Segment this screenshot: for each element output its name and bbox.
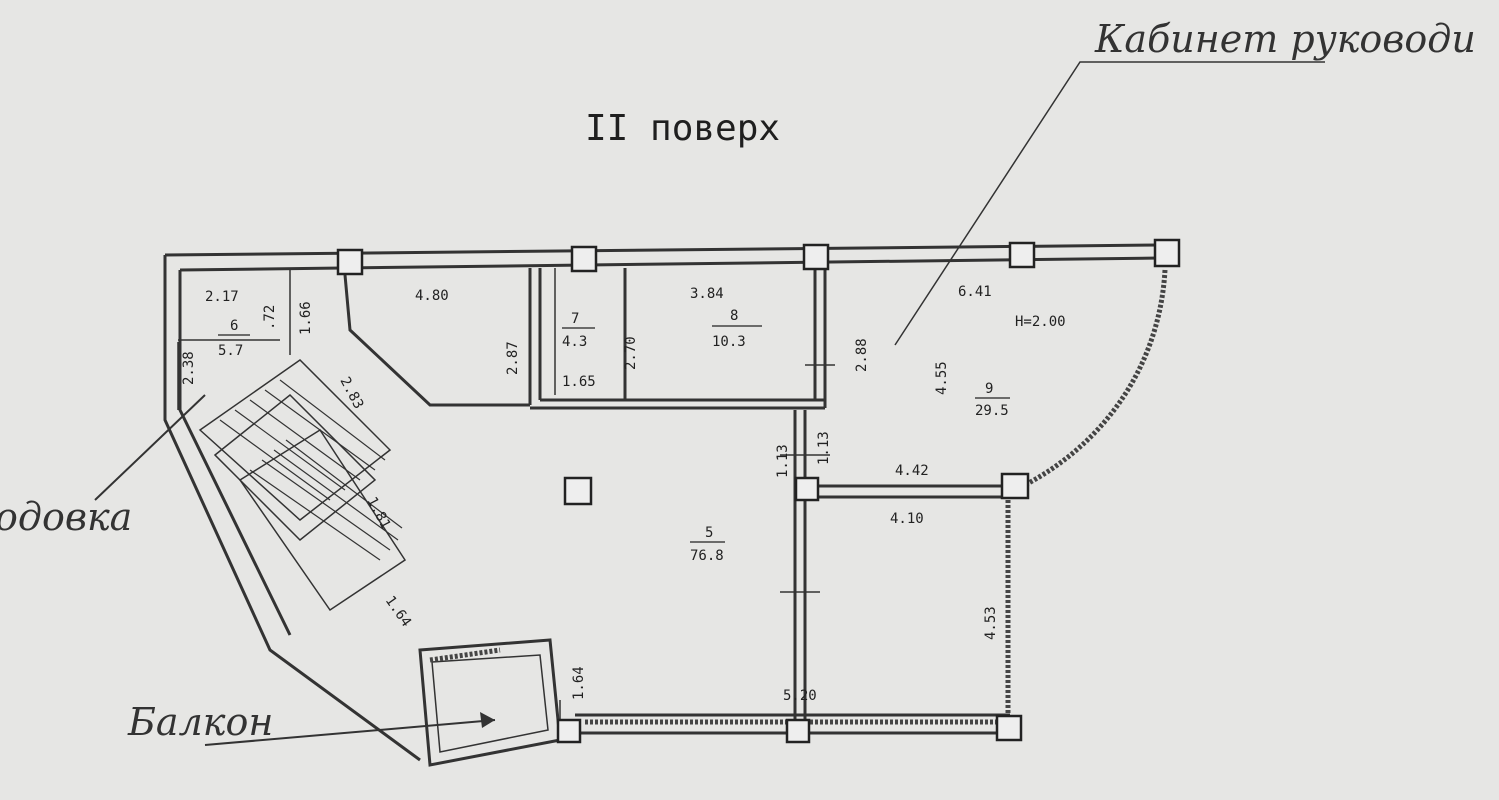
left-walls	[163, 255, 421, 762]
room-number: 8	[730, 308, 738, 324]
balcony	[418, 638, 562, 767]
dimension-label: 1.64	[571, 666, 587, 700]
room-area: 5.7	[218, 343, 243, 359]
dimension-label: 5.20	[783, 688, 817, 704]
dimension-label: 2.17	[205, 289, 239, 305]
annotation-stairs: одовка	[0, 495, 132, 539]
room-area: 10.3	[712, 334, 746, 350]
columns	[336, 238, 1181, 744]
annotation-cabinet: Кабинет руководи	[1094, 17, 1476, 61]
room-number: 5	[705, 525, 713, 541]
stairs	[198, 359, 407, 612]
dimension-label: 2.70	[623, 336, 639, 370]
dimension-label: 4.42	[895, 463, 929, 479]
dimension-label: 6.41	[958, 284, 992, 300]
annotations: Кабинет руководи Балкон одовка	[0, 17, 1476, 746]
room-area: 4.3	[562, 334, 587, 350]
room-area: 76.8	[690, 548, 724, 564]
room-number: 6	[230, 318, 238, 334]
center-partitions	[780, 364, 1010, 730]
dimension-label: 4.10	[890, 511, 924, 527]
dimension-label: 4.53	[983, 606, 999, 640]
dimension-label: 1.81	[363, 494, 393, 531]
dimension-labels: 2.17 .72 1.66 4.80 2.87 2.70 1.65 3.84 2…	[181, 284, 1066, 704]
dimension-label: 2.88	[854, 338, 870, 372]
dimension-label: 1.13	[775, 444, 791, 478]
dimension-label: 1.65	[562, 374, 596, 390]
dimension-label: 2.87	[505, 341, 521, 375]
room-labels: 6 5.7 7 4.3 8 10.3 9 29.5 5 76.8	[218, 308, 1010, 564]
dimension-label: 1.13	[816, 431, 832, 465]
dimension-label: .72	[262, 305, 278, 330]
dimension-label: 4.55	[934, 361, 950, 395]
dimension-label: 4.80	[415, 288, 449, 304]
floor-title: II поверх	[585, 108, 780, 149]
dimension-label: 1.64	[382, 593, 414, 630]
dimension-label: H=2.00	[1015, 314, 1066, 330]
room-number: 7	[571, 311, 579, 327]
room-area: 29.5	[975, 403, 1009, 419]
dimension-label: 1.66	[298, 301, 314, 335]
room-walls-upper	[343, 262, 827, 410]
room-number: 9	[985, 381, 993, 397]
dimension-label: 2.38	[181, 351, 197, 385]
dimension-label: 3.84	[690, 286, 724, 302]
dimension-label: 2.83	[336, 374, 366, 411]
annotation-balcony: Балкон	[127, 700, 273, 744]
